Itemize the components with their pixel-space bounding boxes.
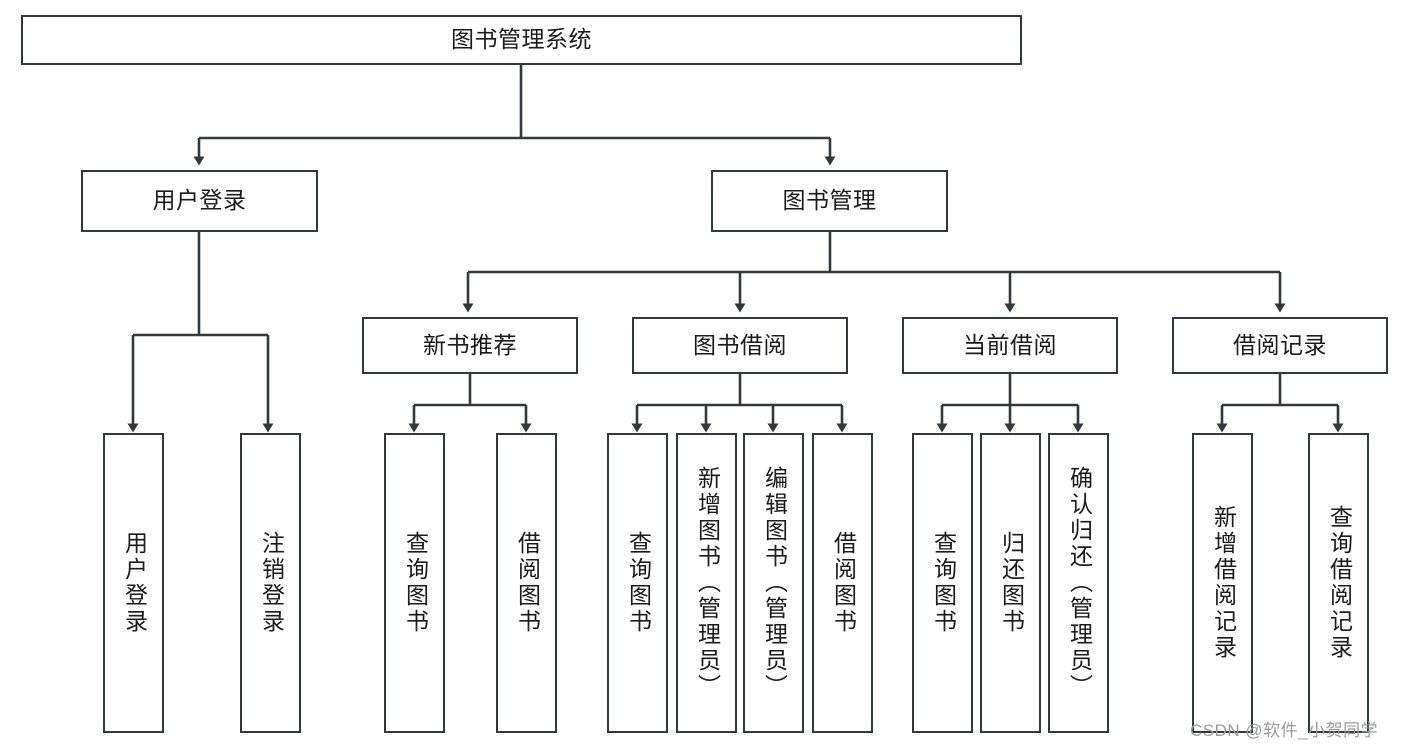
node-current-borrow[interactable]: 当前借阅	[902, 317, 1118, 374]
node-leaf-add-book-admin[interactable]: 新增图书（管理员）	[676, 433, 737, 733]
node-leaf-query-book-1[interactable]: 查询图书	[384, 433, 445, 733]
node-leaf-add-borrow-record[interactable]: 新增借阅记录	[1192, 433, 1253, 733]
node-label: 当前借阅	[963, 331, 1057, 358]
node-label: 用户登录	[121, 531, 148, 635]
node-leaf-user-login[interactable]: 用户登录	[103, 433, 164, 733]
node-label: 图书管理	[782, 187, 877, 214]
node-label: 归还图书	[998, 531, 1025, 635]
node-book-management[interactable]: 图书管理	[711, 170, 948, 232]
node-label: 注销登录	[258, 531, 285, 635]
node-label: 新增借阅记录	[1210, 505, 1237, 661]
node-leaf-return-book[interactable]: 归还图书	[980, 433, 1041, 733]
node-leaf-borrow-book-2[interactable]: 借阅图书	[812, 433, 873, 733]
node-leaf-query-book-3[interactable]: 查询图书	[912, 433, 973, 733]
node-label: 查询图书	[930, 531, 957, 635]
node-label: 查询借阅记录	[1326, 505, 1353, 661]
node-leaf-edit-book-admin[interactable]: 编辑图书（管理员）	[743, 433, 804, 733]
node-new-book-recommend[interactable]: 新书推荐	[362, 317, 578, 374]
node-user-login[interactable]: 用户登录	[81, 170, 318, 232]
node-leaf-query-borrow-record[interactable]: 查询借阅记录	[1308, 433, 1369, 733]
node-label: 编辑图书（管理员）	[761, 466, 788, 700]
node-label: 借阅记录	[1233, 331, 1327, 358]
csdn-watermark: CSDN @软件_小贺同学	[1190, 721, 1379, 740]
node-leaf-confirm-return-admin[interactable]: 确认归还（管理员）	[1048, 433, 1109, 733]
node-book-borrow[interactable]: 图书借阅	[632, 317, 848, 374]
node-label: 查询图书	[625, 531, 652, 635]
node-label: 用户登录	[152, 187, 247, 214]
node-label: 借阅图书	[514, 531, 541, 635]
node-label: 新增图书（管理员）	[694, 466, 721, 700]
node-root-system[interactable]: 图书管理系统	[21, 15, 1022, 65]
node-leaf-logout[interactable]: 注销登录	[240, 433, 301, 733]
node-leaf-query-book-2[interactable]: 查询图书	[607, 433, 668, 733]
node-label: 图书借阅	[693, 331, 787, 358]
node-label: 确认归还（管理员）	[1066, 466, 1093, 700]
node-label: 图书管理系统	[451, 26, 592, 53]
node-leaf-borrow-book-1[interactable]: 借阅图书	[496, 433, 557, 733]
node-label: 新书推荐	[423, 331, 517, 358]
node-label: 查询图书	[402, 531, 429, 635]
node-label: 借阅图书	[830, 531, 857, 635]
node-borrow-record[interactable]: 借阅记录	[1172, 317, 1388, 374]
